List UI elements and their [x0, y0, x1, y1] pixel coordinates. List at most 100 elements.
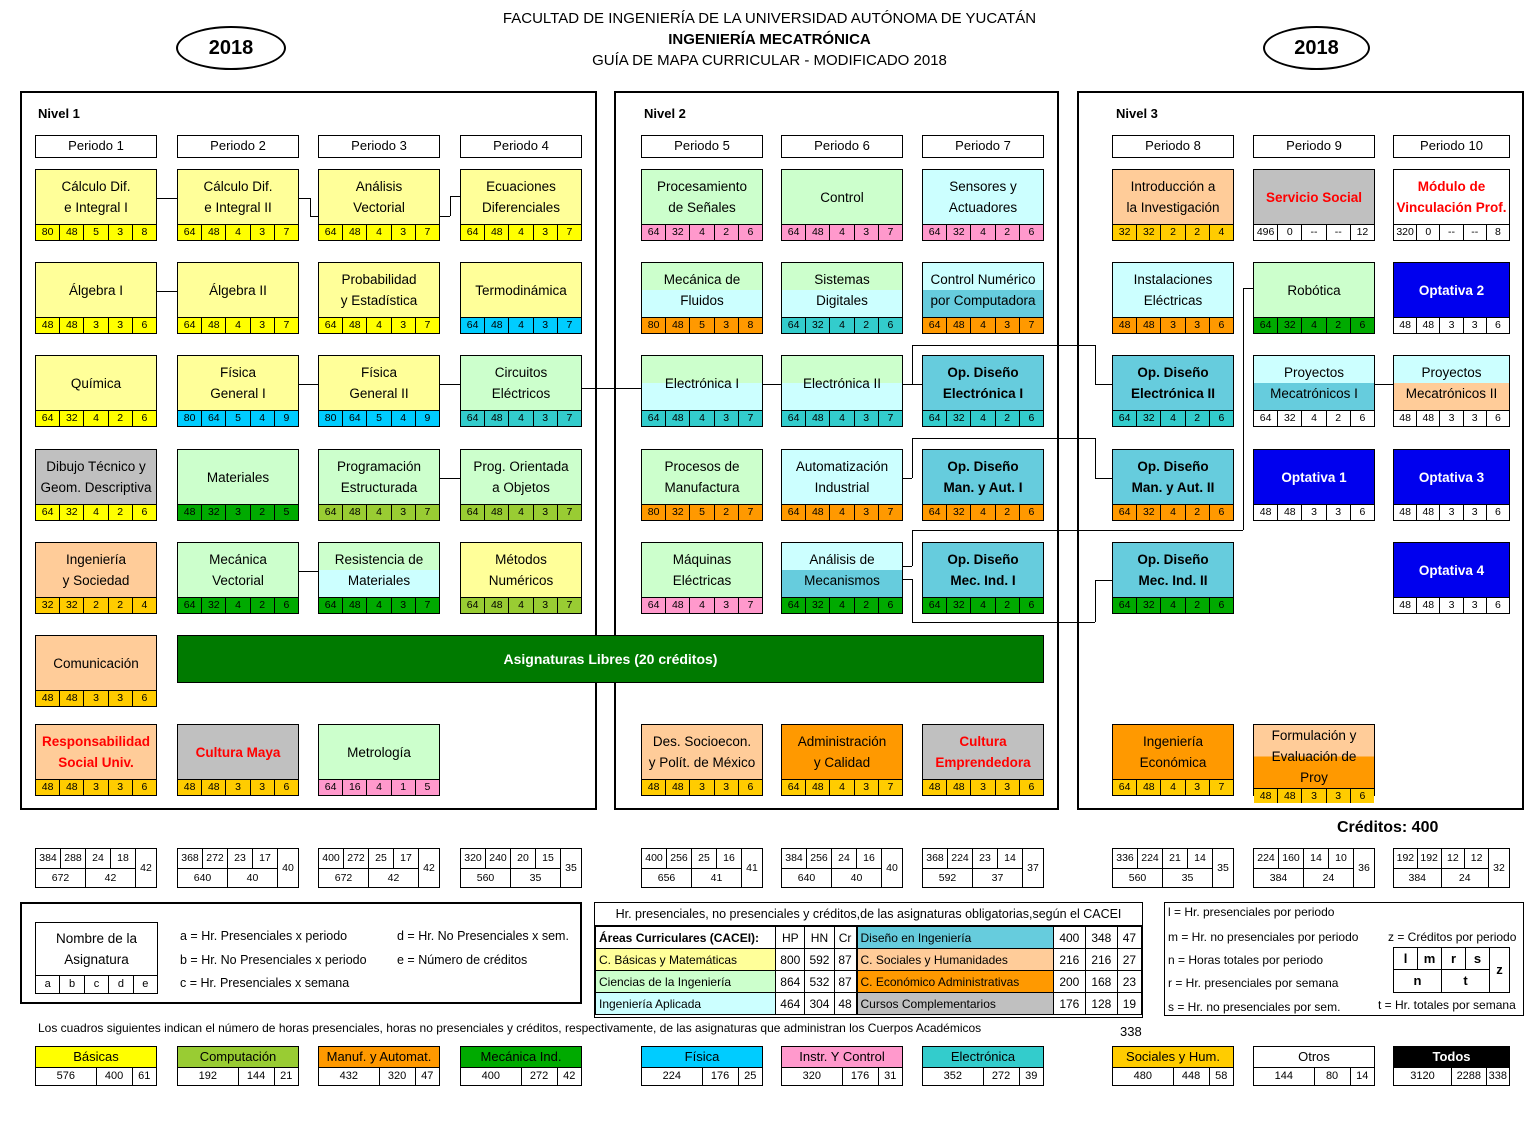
period-total-cell: 21: [1162, 849, 1187, 868]
department-name: Física: [642, 1047, 762, 1068]
period-total-cell: 640: [797, 872, 816, 884]
hours-sem-no-presenciales: 3: [1462, 598, 1486, 613]
period-total-cell: 320: [464, 852, 482, 864]
hours-sem-no-presenciales: 3: [249, 225, 274, 240]
course-name: Electrónica II: [782, 356, 902, 410]
hours-presenciales: 64: [787, 599, 800, 611]
hours-no-presenciales: 32: [946, 411, 970, 426]
free-electives-bar[interactable]: Asignaturas Libres (20 créditos): [177, 635, 1044, 683]
hours-presenciales: 48: [41, 781, 54, 793]
hours-sem-presenciales: 4: [1160, 505, 1184, 520]
department-value: 448: [1172, 1068, 1209, 1085]
hours-sem-presenciales: 3: [1439, 318, 1462, 333]
hours-presenciales: 64: [324, 781, 337, 793]
course-name: Control Numérico por Computadora: [923, 263, 1043, 317]
hours-sem-presenciales: 4: [366, 598, 390, 613]
hours-sem-no-presenciales: 2: [1325, 318, 1350, 333]
period-header-5: Periodo 5: [641, 135, 763, 158]
hours-sem-presenciales: 5: [366, 411, 390, 426]
hours-presenciales: 80: [41, 226, 54, 238]
hours-sem-presenciales: 4: [829, 505, 853, 520]
period-total-cell: 560: [1128, 872, 1147, 884]
connector-line: [912, 578, 913, 622]
hours-presenciales: 64: [647, 412, 660, 424]
hours-sem-presenciales: 3: [225, 780, 249, 795]
cacei-cell: Cr: [833, 926, 857, 949]
period-total-cell: 560: [476, 872, 495, 884]
hours-sem-no-presenciales: 2: [713, 225, 738, 240]
course-name: Optativa 2: [1418, 282, 1485, 298]
legend-period-box: [1164, 902, 1524, 1016]
level-1-frame: [20, 91, 597, 810]
credits: 7: [877, 780, 902, 795]
credits: 6: [1208, 318, 1233, 333]
period-total-cell: 37: [972, 869, 1022, 888]
hours-presenciales: 64: [183, 319, 196, 331]
cacei-cell: HP: [775, 926, 806, 949]
